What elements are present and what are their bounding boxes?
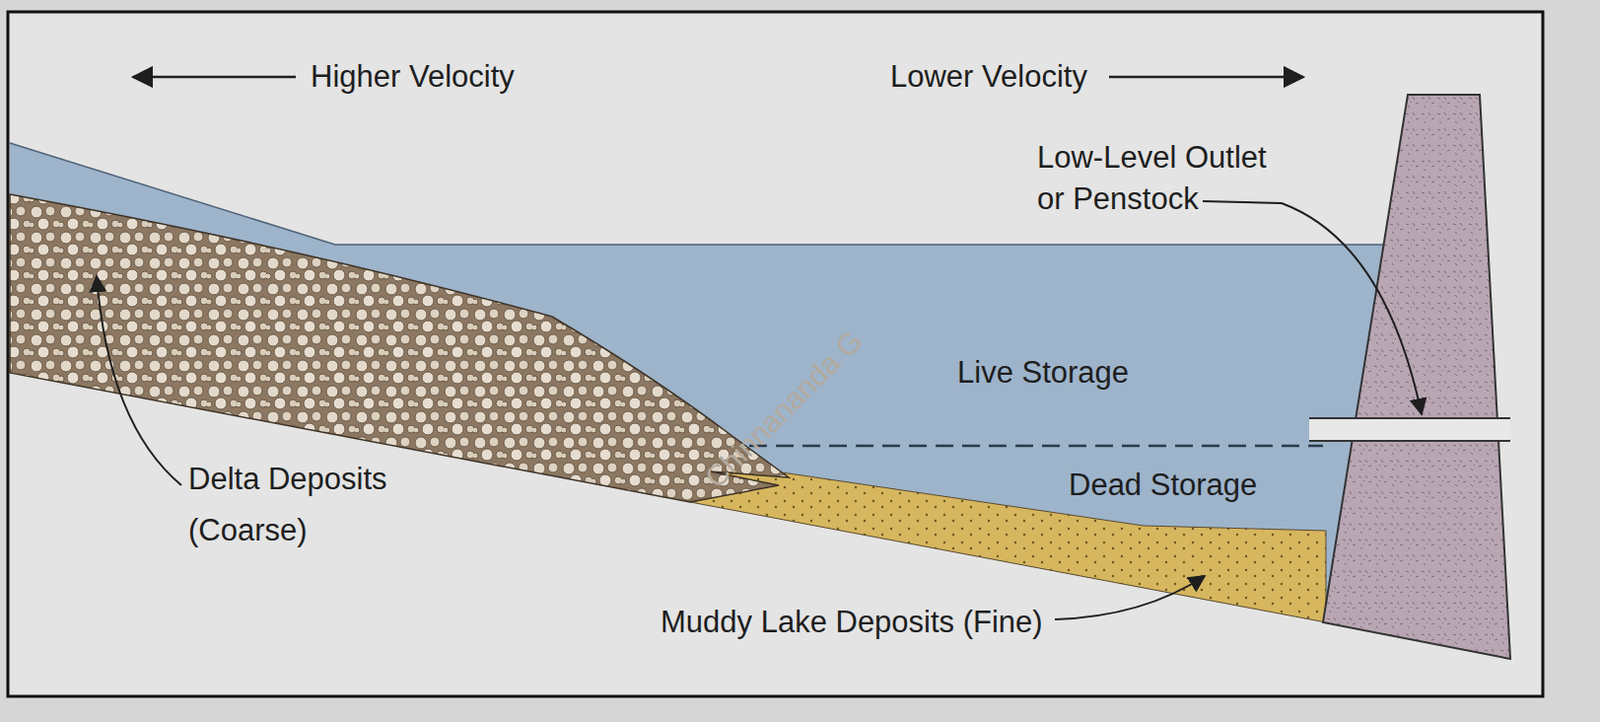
outlet-pipe-wall	[1309, 439, 1511, 442]
outlet-pipe	[1309, 417, 1511, 441]
velocity-arrow	[133, 75, 296, 79]
velocity-label: Higher Velocity	[310, 57, 515, 97]
frame	[7, 11, 1543, 696]
leader-line	[96, 276, 182, 486]
deposit-label: Delta Deposits (Coarse)	[188, 453, 445, 557]
outlet-pipe-wall	[1309, 417, 1511, 419]
watermark: Chinnananda G	[696, 322, 872, 497]
reservoir-water	[9, 142, 1400, 631]
leader-line	[1054, 575, 1205, 620]
delta-deposits	[9, 194, 789, 502]
storage-label: Live Storage	[957, 352, 1129, 393]
dam	[1322, 94, 1511, 659]
deposit-label: Muddy Lake Deposits (Fine)	[660, 602, 1044, 642]
dead-storage-line	[749, 444, 1323, 448]
leader-line	[1202, 201, 1422, 415]
velocity-arrow	[1109, 75, 1304, 79]
storage-label: Dead Storage	[1068, 465, 1257, 505]
velocity-label: Lower Velocity	[890, 57, 1088, 97]
outlet-label: Low-Level Outlet or Penstock	[1037, 137, 1289, 220]
